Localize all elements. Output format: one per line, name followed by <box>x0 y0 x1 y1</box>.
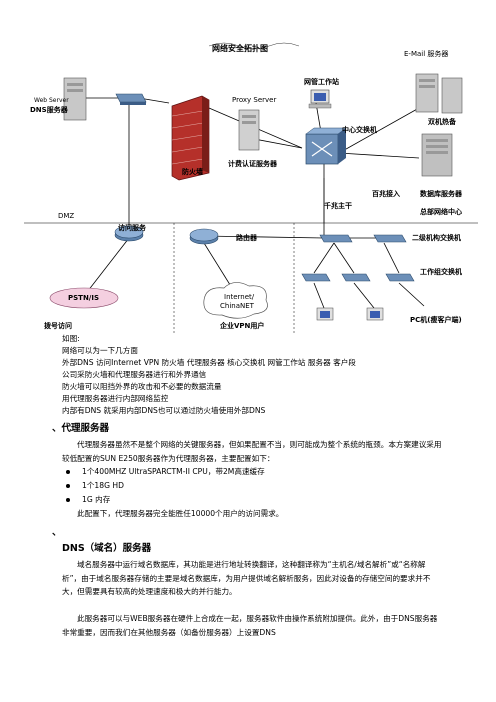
dmz-switch-icon <box>115 93 147 105</box>
proxy-bullet-3-text: 1G 内存 <box>82 495 111 504</box>
title-ribbon <box>208 42 300 50</box>
netmgmt-workstation-icon <box>308 89 332 109</box>
body-line-6: 内部有DNS 就采用内部DNS也可以通过防火墙使用外部DNS <box>62 406 266 415</box>
gigabit-trunk-label: 千兆主干 <box>324 202 352 210</box>
core-switch-label: 中心交换机 <box>342 126 377 134</box>
web-server-label: Web Server <box>34 97 69 104</box>
gigabit-access-label: 百兆接入 <box>372 190 400 198</box>
bullet-dot-icon <box>66 470 70 474</box>
access-service-label: 访问服务 <box>118 224 146 232</box>
netmgmt-station-label: 网管工作站 <box>304 78 339 86</box>
chinanet-label: ChinaNET <box>220 302 254 310</box>
network-topology-diagram: 网络安全拓扑图 Web Server DNS服务器 防火墙 Proxy Serv… <box>24 38 478 333</box>
pstn-cloud-icon <box>49 287 119 309</box>
topology-graphic <box>24 42 478 333</box>
proxy-section-para1: 代理服务器虽然不是整个网络的关键服务器，但如果配置不当，则可能成为整个系统的瓶颈… <box>62 438 442 465</box>
section-separator: 、 <box>52 527 62 538</box>
body-line-3: 公司采防火墙和代理服务器进行和外界通信 <box>62 370 207 379</box>
l2-switch-icon <box>319 234 407 243</box>
dns-para1-text: 域名服务器中运行域名数据库，其功能是进行地址转换翻译，这种翻译称为“主机名/域名… <box>62 560 431 596</box>
dns-section-para2: 此服务器可以与WEB服务器在硬件上合成在一起，服务器软件由操作系统附加提供。此外… <box>62 612 442 639</box>
hot-standby-label: 双机热备 <box>428 118 456 126</box>
router-icon <box>189 228 219 245</box>
dns-server-label: DNS服务器 <box>30 106 68 114</box>
proxy-server-icon <box>238 109 260 151</box>
pc-client-label: PC机(瘦客户端) <box>410 316 462 324</box>
workgroup-switch-label: 工作组交换机 <box>420 268 462 276</box>
proxy-section-heading: 、代理服务器 <box>52 423 110 434</box>
diagram-title: 网络安全拓扑图 <box>212 44 268 53</box>
dialup-label: 拨号访问 <box>44 322 72 330</box>
network-links <box>83 97 425 309</box>
web-server-icon <box>63 77 87 121</box>
proxy-bullet-1-text: 1个400MHZ UltraSPARCTM-II CPU，带2M高速缓存 <box>82 467 265 476</box>
l2-switch-label: 二级机构交换机 <box>412 234 461 242</box>
dns-para2-text: 此服务器可以与WEB服务器在硬件上合成在一起，服务器软件由操作系统附加提供。此外… <box>62 614 438 637</box>
database-server-icon <box>421 133 453 177</box>
proxy-bullet-2-text: 1个18G HD <box>82 481 124 490</box>
vpn-user-label: 企业VPN用户 <box>220 322 265 330</box>
auth-server-label: 计费认证服务器 <box>228 160 277 168</box>
proxy-section-para2: 此配置下，代理服务器完全能胜任10000个用户的访问需求。 <box>77 509 284 518</box>
internet-cloud-icon <box>203 282 268 319</box>
workgroup-switch-icon <box>301 273 415 282</box>
core-switch-icon <box>305 127 347 165</box>
access-router-icon <box>114 225 144 242</box>
email-server-label: E-Mail 服务器 <box>404 50 449 58</box>
proxy-bullet-1: 1个400MHZ UltraSPARCTM-II CPU，带2M高速缓存 <box>66 466 265 477</box>
proxy-bullet-2: 1个18G HD <box>66 480 124 491</box>
body-line-5: 用代理服务器进行内部网络监控 <box>62 394 169 403</box>
internet-label: Internet/ <box>224 293 255 301</box>
pstn-label: PSTN/IS <box>68 294 100 302</box>
dmz-label: DMZ <box>58 212 75 220</box>
proxy-bullet-3: 1G 内存 <box>66 494 110 505</box>
proxy-para1-text: 代理服务器虽然不是整个网络的关键服务器，但如果配置不当，则可能成为整个系统的瓶颈… <box>62 440 442 463</box>
firewall-icon <box>171 95 210 181</box>
bullet-dot-icon <box>66 498 70 502</box>
pc-client-icon <box>316 307 384 321</box>
body-line-2: 外部DNS 访问Internet VPN 防火墙 代理服务器 核心交换机 网管工… <box>62 358 356 367</box>
db-server-label: 数据库服务器 <box>420 190 462 198</box>
hq-center-label: 总部网络中心 <box>420 208 462 216</box>
router-label: 路由器 <box>236 234 257 242</box>
proxy-server-label: Proxy Server <box>232 96 277 104</box>
dns-section-para1: 域名服务器中运行域名数据库，其功能是进行地址转换翻译，这种翻译称为“主机名/域名… <box>62 558 442 599</box>
dns-section-heading: DNS（域名）服务器 <box>62 543 152 554</box>
body-line-4: 防火墙可以阻挡外界的攻击和不必要的数据流量 <box>62 382 222 391</box>
email-server-icon <box>415 73 463 114</box>
figure-caption: 如图: <box>62 334 80 343</box>
bullet-dot-icon <box>66 484 70 488</box>
body-line-1: 网络可以为一下几方面 <box>62 346 138 355</box>
firewall-label: 防火墙 <box>182 168 203 176</box>
